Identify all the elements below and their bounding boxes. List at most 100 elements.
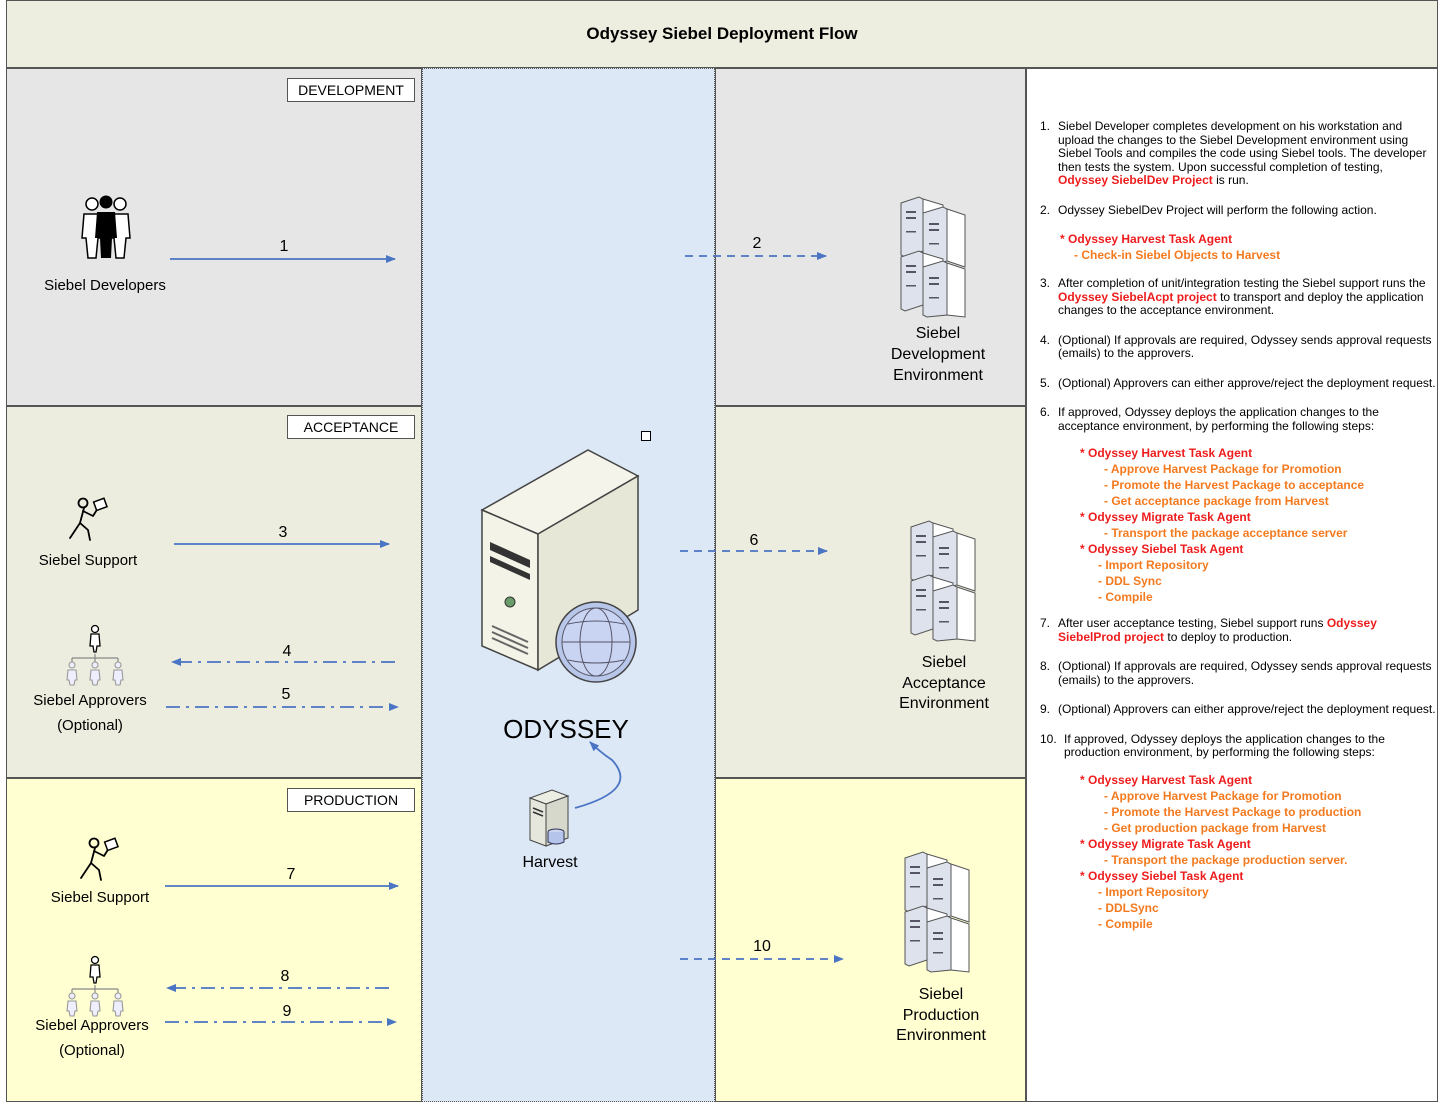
- harvest-to-odyssey-arrow: [574, 741, 622, 809]
- step: - Get acceptance package from Harvest: [1104, 494, 1329, 508]
- step: - Promote the Harvest Package to product…: [1104, 804, 1362, 819]
- support-acc-label: Siebel Support: [38, 552, 138, 569]
- agent-siebel: * Odyssey Siebel Task Agent: [1080, 542, 1244, 556]
- approvers-prod-optional: (Optional): [59, 1042, 125, 1059]
- note-number: 2.: [1040, 202, 1051, 217]
- arrow-label-2: 2: [752, 235, 762, 252]
- note-tail: is run.: [1216, 173, 1249, 187]
- note-6: 6. If approved, Odyssey deploys the appl…: [1040, 405, 1436, 605]
- arrow-label-7: 7: [286, 866, 296, 883]
- lane-label-development: DEVELOPMENT: [287, 78, 415, 102]
- note-tail: to deploy to production.: [1167, 629, 1293, 644]
- diagram-title: Odyssey Siebel Deployment Flow: [6, 0, 1438, 68]
- developers-label: Siebel Developers: [44, 277, 166, 294]
- note-1: 1. Siebel Developer completes developmen…: [1040, 119, 1436, 188]
- project-name: Odyssey SiebelAcpt project: [1058, 289, 1217, 304]
- step: - Transport the package acceptance serve…: [1104, 526, 1348, 540]
- development-lane-left: [6, 68, 422, 406]
- env-acc-line1: Siebel: [921, 654, 967, 671]
- agent-migrate: * Odyssey Migrate Task Agent: [1080, 510, 1251, 524]
- note-9: 9. (Optional) Approvers can either appro…: [1040, 702, 1436, 717]
- harvest-server-icon: [528, 789, 570, 847]
- note-8: 8. (Optional) If approvals are required,…: [1040, 659, 1436, 687]
- note-text: Siebel Developer completes development o…: [1058, 119, 1427, 174]
- project-name: Odyssey SiebelDev Project: [1058, 173, 1213, 187]
- harvest-label: Harvest: [522, 854, 578, 871]
- note-text: (Optional) If approvals are required, Od…: [1058, 332, 1432, 360]
- note-text: After user acceptance testing, Siebel su…: [1058, 616, 1324, 630]
- env-prod-line2: Production: [902, 1007, 980, 1024]
- arrow-label-6: 6: [749, 532, 759, 549]
- note-number: 4.: [1040, 332, 1051, 347]
- step: - Compile: [1098, 916, 1153, 931]
- step-checkin: - Check-in Siebel Objects to Harvest: [1074, 248, 1281, 262]
- note-2: 2. Odyssey SiebelDev Project will perfor…: [1040, 202, 1436, 264]
- env-acc-line3: Environment: [899, 695, 989, 712]
- step: - Approve Harvest Package for Promotion: [1104, 462, 1342, 476]
- approvers-acc-label: Siebel Approvers: [33, 692, 147, 709]
- note-text: Odyssey SiebelDev Project will perform t…: [1058, 202, 1377, 217]
- acceptance-lane-right: [715, 406, 1026, 778]
- production-lane-left: [6, 778, 422, 1102]
- note-text: If approved, Odyssey deploys the applica…: [1058, 405, 1379, 433]
- env-acc-line2: Acceptance: [902, 675, 986, 692]
- env-dev-line1: Siebel: [915, 325, 961, 342]
- arrow-label-5: 5: [281, 686, 291, 703]
- note-3: 3. After completion of unit/integration …: [1040, 276, 1436, 318]
- note-text: (Optional) Approvers can either approve/…: [1058, 702, 1436, 716]
- selection-handle: [641, 431, 651, 441]
- project-name: Odyssey SiebelProd project: [1058, 616, 1377, 644]
- step: - Import Repository: [1098, 558, 1209, 572]
- note-4: 4. (Optional) If approvals are required,…: [1040, 332, 1436, 361]
- lane-label-acceptance: ACCEPTANCE: [287, 415, 415, 439]
- production-lane-right: [715, 778, 1026, 1102]
- steps-list: 1. Siebel Developer completes developmen…: [1040, 119, 1436, 948]
- acceptance-lane-left: [6, 406, 422, 778]
- env-prod-line1: Siebel: [918, 986, 964, 1003]
- step: - Get production package from Harvest: [1104, 820, 1327, 835]
- arrow-label-3: 3: [278, 524, 288, 541]
- note-number: 7.: [1040, 616, 1051, 630]
- server-cluster-icon-dev: [900, 196, 966, 318]
- lane-label-production: PRODUCTION: [287, 788, 415, 812]
- note-text: (Optional) If approvals are required, Od…: [1058, 659, 1432, 687]
- note-7: 7. After user acceptance testing, Siebel…: [1040, 616, 1436, 644]
- agent-harvest: * Odyssey Harvest Task Agent: [1080, 772, 1253, 787]
- server-cluster-icon-acc: [910, 520, 976, 642]
- agent-harvest: * Odyssey Harvest Task Agent: [1060, 232, 1233, 246]
- agent-harvest: * Odyssey Harvest Task Agent: [1080, 446, 1253, 460]
- support-person-icon-prod: [80, 837, 119, 881]
- agent-migrate: * Odyssey Migrate Task Agent: [1080, 836, 1251, 851]
- step: - Import Repository: [1098, 884, 1209, 899]
- note-10: 10. If approved, Odyssey deploys the app…: [1040, 731, 1436, 932]
- step: - Approve Harvest Package for Promotion: [1104, 788, 1342, 803]
- note-number: 1.: [1040, 119, 1051, 133]
- note-number: 6.: [1040, 405, 1051, 419]
- approvers-org-icon: [66, 624, 124, 686]
- support-prod-label: Siebel Support: [50, 889, 150, 906]
- arrow-label-10: 10: [753, 938, 771, 955]
- development-lane-right: [715, 68, 1026, 406]
- note-number: 5.: [1040, 375, 1051, 390]
- step: - DDL Sync: [1098, 574, 1162, 588]
- note-text: After completion of unit/integration tes…: [1058, 276, 1426, 290]
- note-number: 9.: [1040, 702, 1051, 716]
- support-person-icon: [69, 497, 108, 541]
- note-number: 10.: [1040, 731, 1057, 746]
- approvers-org-icon-prod: [66, 955, 124, 1017]
- approvers-prod-label: Siebel Approvers: [35, 1017, 149, 1034]
- env-prod-line3: Environment: [896, 1027, 986, 1044]
- note-number: 3.: [1040, 276, 1051, 290]
- step: - Transport the package production serve…: [1104, 852, 1348, 867]
- step: - Compile: [1098, 590, 1153, 604]
- arrow-label-1: 1: [279, 238, 289, 255]
- server-cluster-icon-prod: [904, 851, 970, 973]
- odyssey-label: ODYSSEY: [503, 714, 629, 744]
- approvers-acc-optional: (Optional): [57, 717, 123, 734]
- note-number: 8.: [1040, 659, 1051, 673]
- arrow-label-4: 4: [282, 643, 292, 660]
- developers-group-icon: [81, 195, 131, 259]
- note-text: (Optional) Approvers can either approve/…: [1058, 375, 1436, 390]
- agent-siebel: * Odyssey Siebel Task Agent: [1080, 868, 1244, 883]
